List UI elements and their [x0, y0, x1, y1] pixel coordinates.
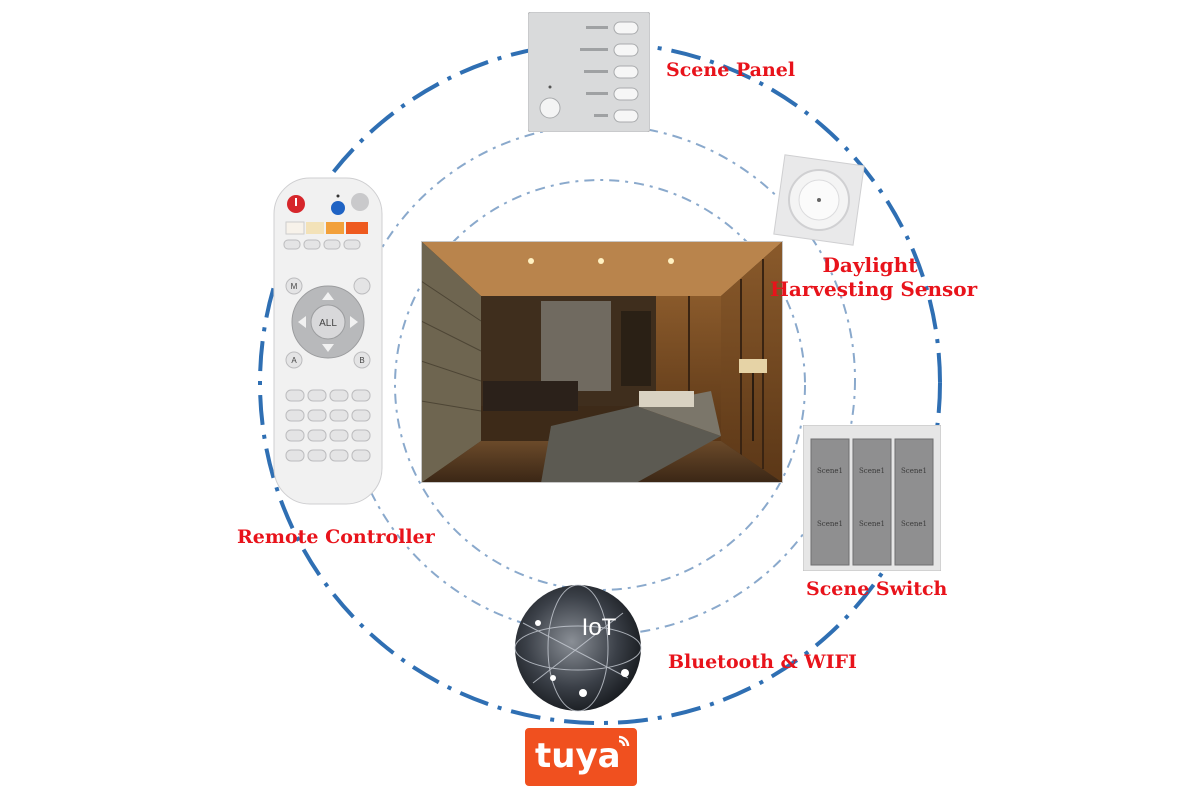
remote-controller-device: ALL M A B: [273, 177, 383, 505]
remote-m-key-label: M: [291, 282, 298, 291]
tuya-logo-text: tuya: [535, 736, 621, 776]
iot-globe-icon: IoT: [514, 584, 642, 712]
switch-button-label: Scene1: [859, 467, 885, 475]
daylight-label-line1: Daylight: [822, 253, 918, 277]
daylight-sensor-label: Daylight Harvesting Sensor: [770, 253, 978, 301]
switch-button-label: Scene1: [817, 467, 843, 475]
remote-b-key-label: B: [359, 356, 364, 365]
remote-controller-label: Remote Controller: [237, 526, 435, 548]
iot-label: IoT: [582, 614, 617, 641]
scene-panel-label: Scene Panel: [666, 59, 796, 81]
switch-button-label: Scene1: [901, 520, 927, 528]
bluetooth-wifi-label: Bluetooth & WIFI: [668, 651, 857, 673]
switch-button-label: Scene1: [901, 467, 927, 475]
remote-a-key-label: A: [291, 356, 297, 365]
bedroom-photo: [421, 241, 783, 483]
switch-button-label: Scene1: [817, 520, 843, 528]
tuya-logo: tuya: [525, 728, 637, 786]
outer-ring: [258, 41, 942, 725]
daylight-sensor-device: [773, 154, 865, 246]
remote-all-button-label: ALL: [319, 318, 337, 329]
scene-panel-device: [528, 12, 650, 132]
switch-button-label: Scene1: [859, 520, 885, 528]
scene-switch-device: Scene1 Scene1 Scene1 Scene1 Scene1 Scene…: [803, 425, 941, 571]
scene-switch-label: Scene Switch: [806, 578, 948, 600]
inner-ring: [394, 179, 806, 591]
wifi-signal-icon: [618, 735, 630, 747]
daylight-label-line2: Harvesting Sensor: [770, 277, 978, 301]
